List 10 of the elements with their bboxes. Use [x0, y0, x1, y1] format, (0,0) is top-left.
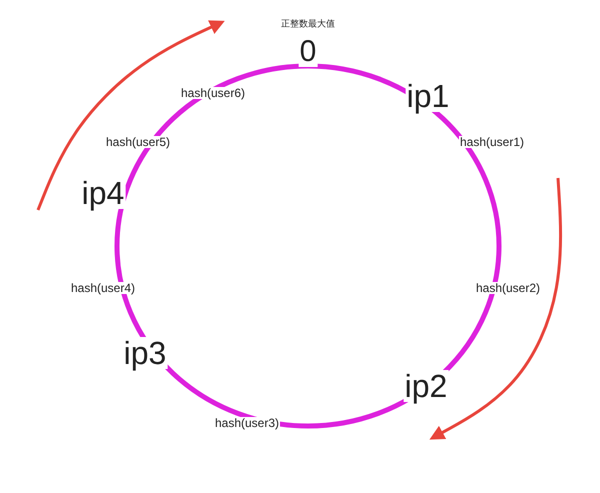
key-hash-label: hash(user1) [458, 136, 526, 148]
server-label: ip3 [122, 337, 168, 369]
key-hash-label: hash(user2) [474, 282, 542, 294]
key-hash-label: hash(user6) [180, 87, 246, 99]
key-hash-label: hash(user5) [104, 136, 172, 148]
key-hash-label: hash(user3) [214, 417, 280, 429]
ring-start-label: 0 [298, 37, 318, 67]
server-label: ip2 [404, 370, 448, 402]
caption: 正整数最大值 [280, 20, 336, 28]
key-hash-label: hash(user4) [70, 282, 136, 294]
